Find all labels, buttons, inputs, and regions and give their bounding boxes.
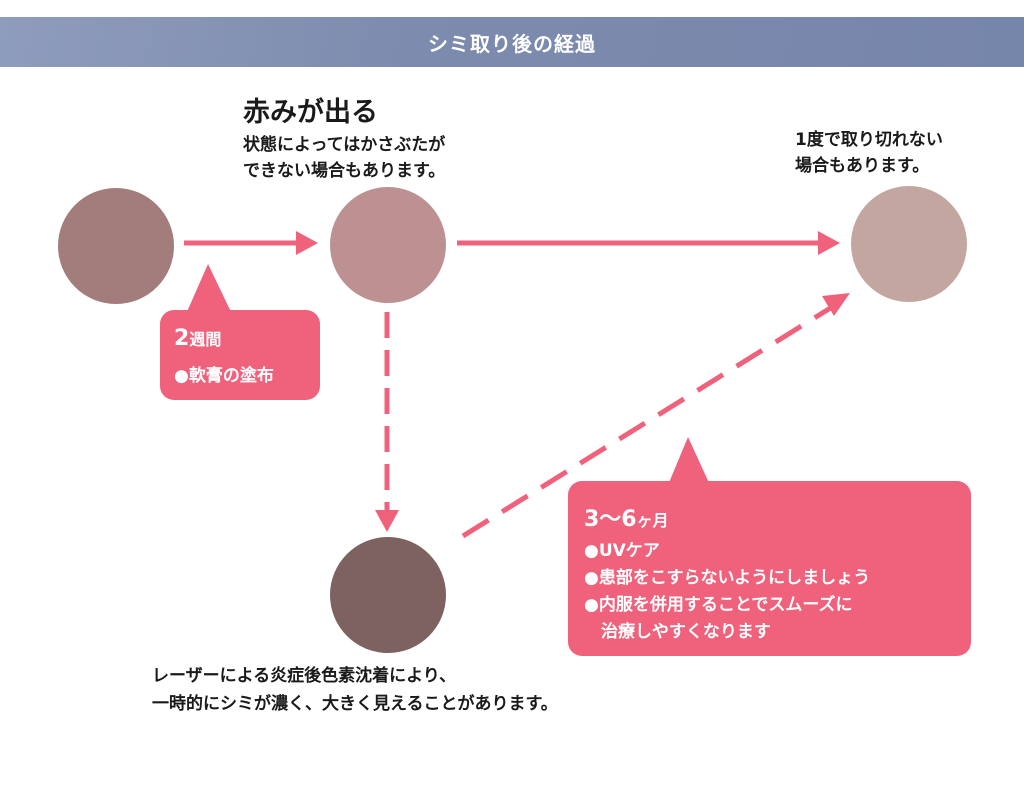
redness-note-line: 状態によってはかさぶたが	[243, 135, 446, 155]
duration-unit: 週間	[189, 330, 222, 349]
callout-two-weeks-item: ●軟膏の塗布	[174, 366, 274, 386]
redness-note: 状態によってはかさぶたが できない場合もあります。	[243, 132, 445, 184]
callout-pointer-2weeks	[186, 264, 232, 314]
callout-months-item: ●UVケア	[584, 541, 660, 561]
redness-note-line: できない場合もあります。	[243, 161, 446, 181]
arrowhead-redness-to-faded	[818, 231, 840, 255]
darkening-note-line: レーザーによる炎症後色素沈着により、	[152, 666, 457, 686]
arrowhead-initial-to-redness	[296, 231, 318, 255]
callout-months-list: ●UVケア ●患部をこすらないようにしましょう ●内服を併用することでスムーズに…	[584, 538, 870, 646]
arrowhead-redness-to-dark	[375, 510, 399, 532]
redness-title: 赤みが出る	[243, 97, 378, 128]
not-removed-note-line: 場合もあります。	[795, 156, 930, 176]
arrowhead-dark-to-faded	[822, 293, 850, 316]
callout-two-weeks-duration: 2週間	[174, 326, 221, 351]
callout-months-item: ●内服を併用することでスムーズに	[584, 595, 853, 615]
page-title: シミ取り後の経過	[428, 31, 596, 56]
callout-two-weeks: 2週間 ●軟膏の塗布	[160, 310, 320, 400]
darkening-note-line: 一時的にシミが濃く、大きく見えることがあります。	[152, 694, 558, 714]
spot-dark	[330, 537, 446, 653]
arrow-dark-to-faded	[461, 304, 834, 539]
spot-initial	[58, 188, 174, 304]
callout-pointer-months	[668, 437, 710, 485]
header-bar: シミ取り後の経過	[0, 17, 1024, 67]
spot-faded	[851, 186, 967, 302]
not-removed-note-line: 1度で取り切れない	[795, 130, 943, 150]
duration-unit: ヶ月	[636, 511, 669, 530]
duration-number: 2	[174, 326, 190, 351]
not-removed-note: 1度で取り切れない 場合もあります。	[795, 127, 943, 179]
callout-months-duration: 3〜6ヶ月	[584, 501, 669, 533]
duration-number: 3〜6	[584, 507, 637, 532]
darkening-note: レーザーによる炎症後色素沈着により、 一時的にシミが濃く、大きく見えることがあり…	[152, 662, 558, 718]
spot-redness	[330, 187, 446, 303]
callout-months-item: 治療しやすくなります	[584, 622, 771, 642]
callout-months: 3〜6ヶ月 ●UVケア ●患部をこすらないようにしましょう ●内服を併用すること…	[568, 481, 971, 656]
callout-months-item: ●患部をこすらないようにしましょう	[584, 568, 871, 588]
